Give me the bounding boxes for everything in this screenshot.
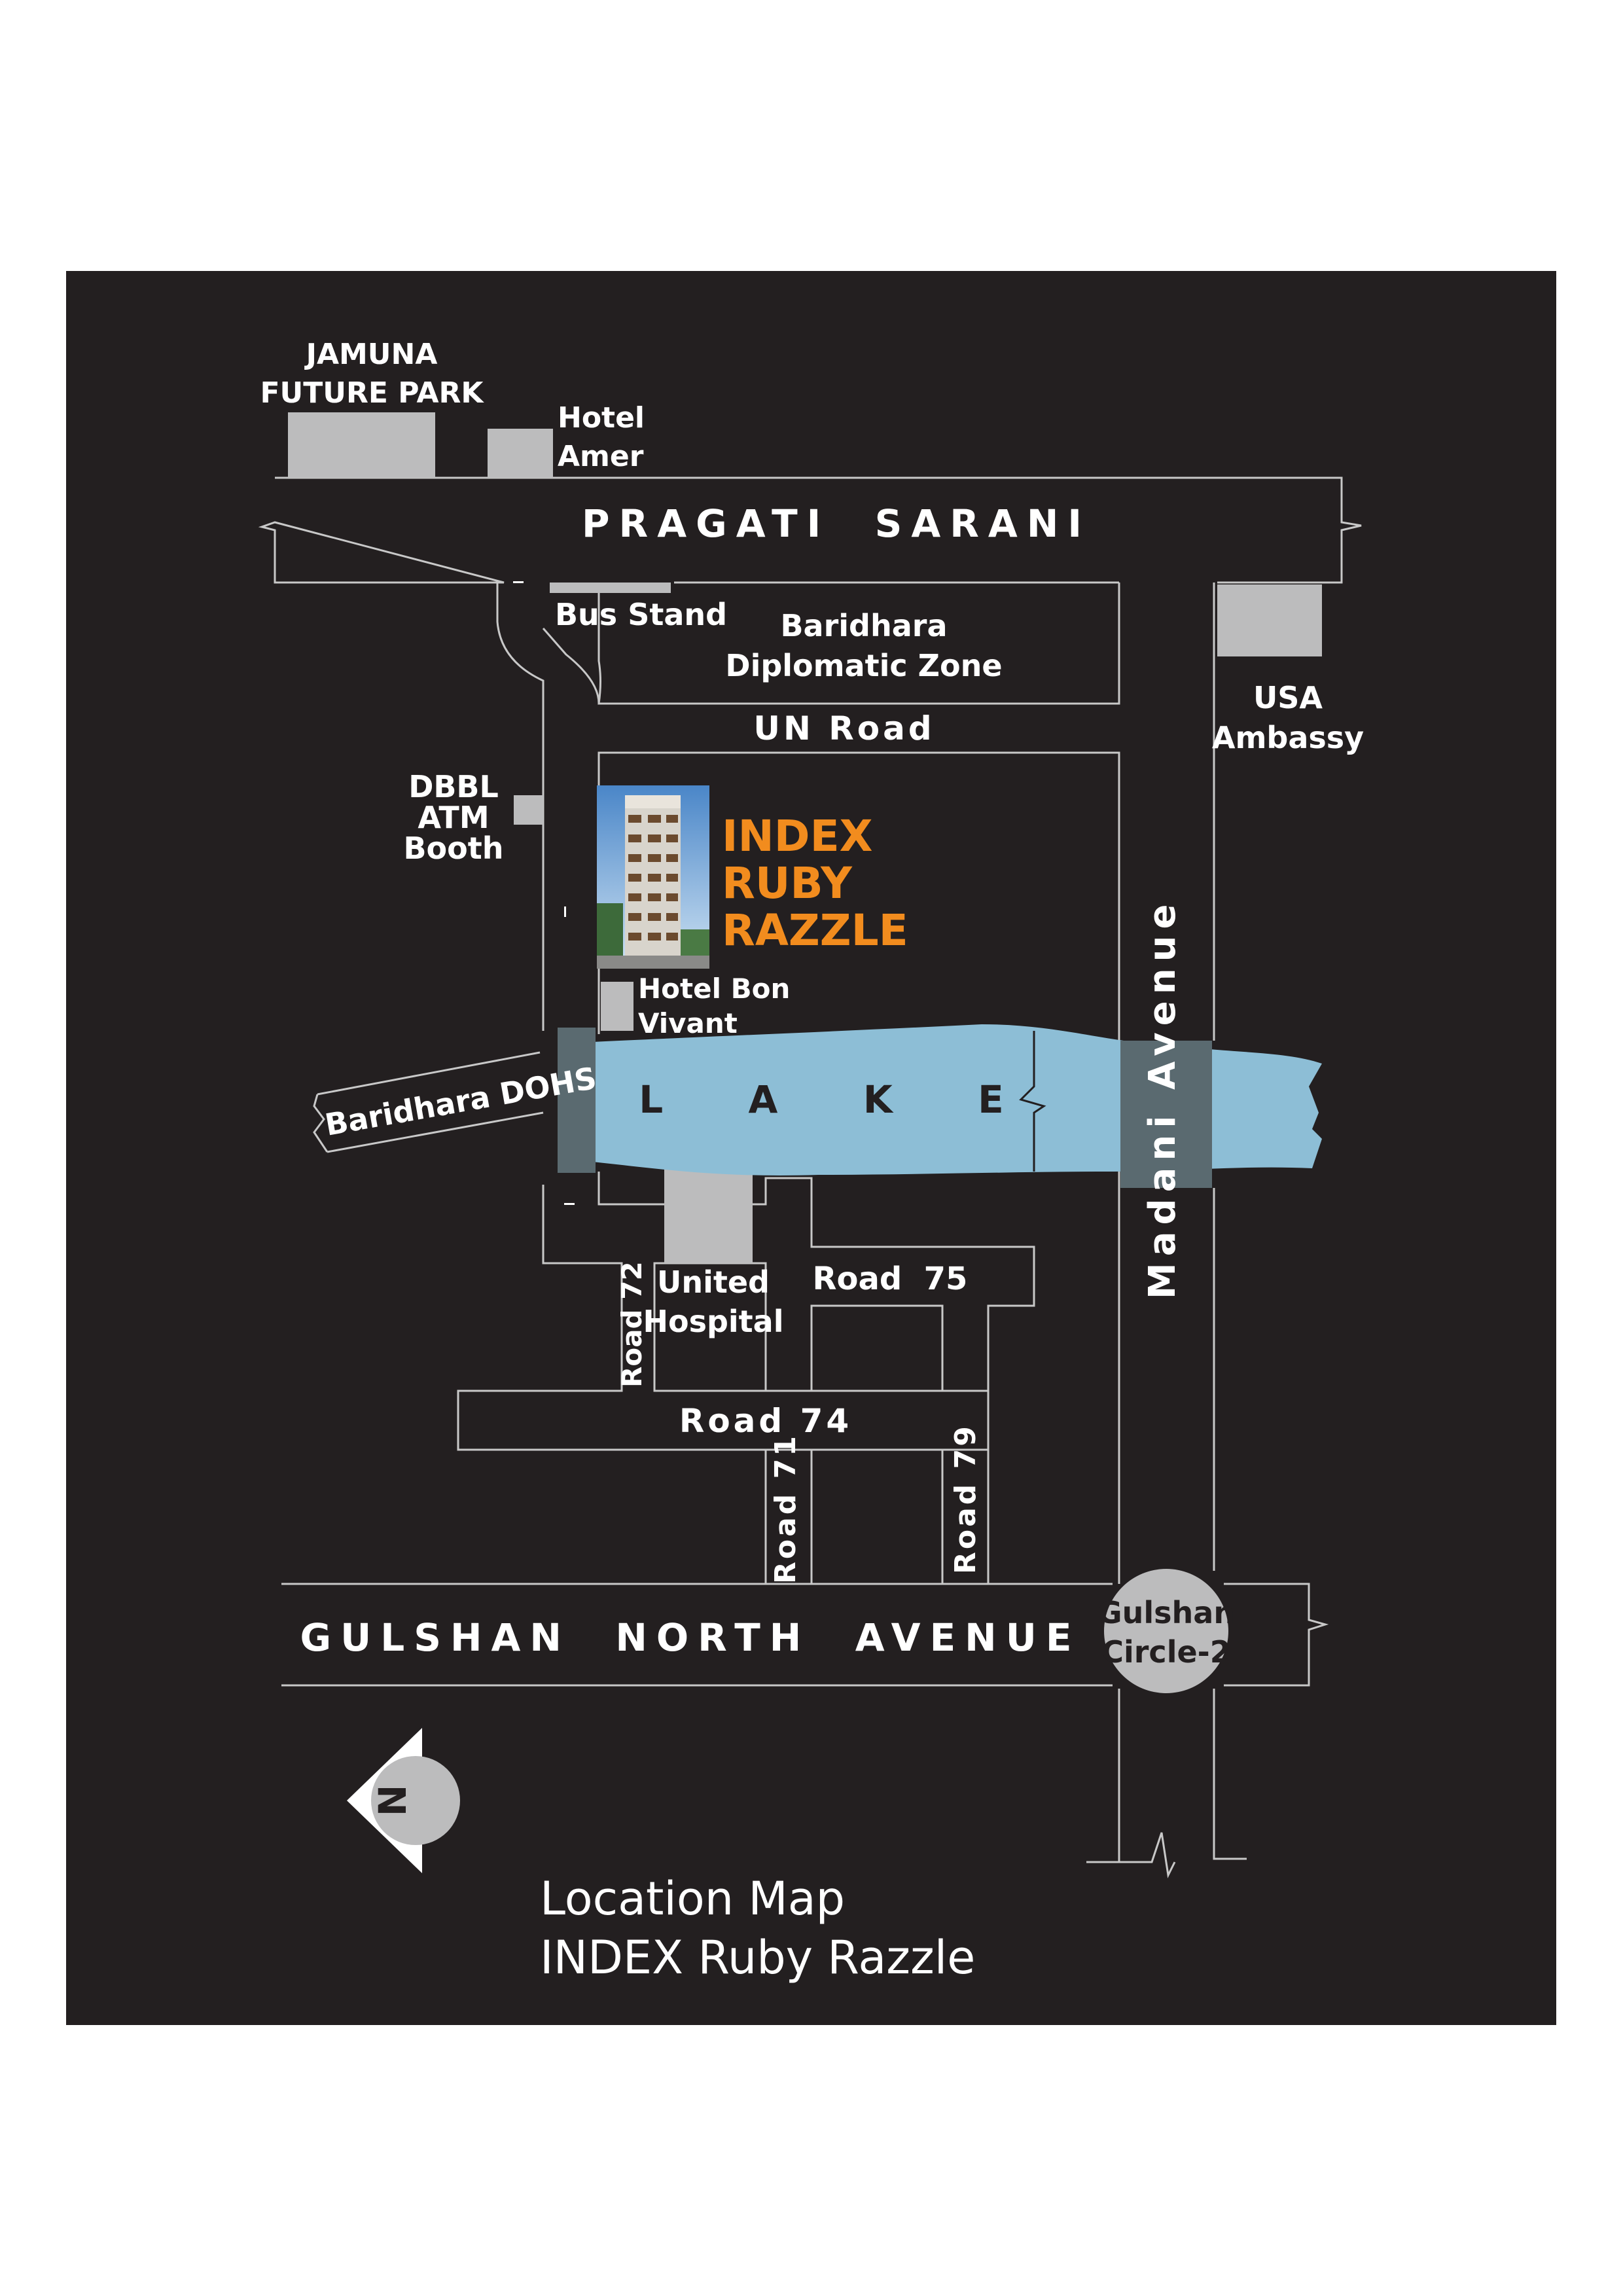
hotel-bon-vivant-block	[601, 982, 633, 1031]
tick-mark	[564, 906, 566, 917]
project-name-line3: RAZZLE	[722, 905, 908, 956]
usa-embassy-label-line2: Ambassy	[1212, 720, 1364, 755]
madani-avenue-road	[1086, 583, 1247, 1878]
tick-mark	[513, 581, 524, 583]
usa-embassy-label-line1: USA	[1253, 680, 1323, 715]
usa-embassy-block	[1217, 584, 1322, 656]
dbbl-label-line2: ATM	[418, 800, 489, 835]
bon-vivant-label-line1: Hotel Bon	[638, 973, 790, 1005]
jamuna-label-line2: FUTURE PARK	[260, 376, 484, 410]
road71-label: Road 71	[769, 1433, 802, 1584]
compass-label: N	[370, 1785, 415, 1817]
bus-stand-label: Bus Stand	[555, 597, 727, 632]
jamuna-future-park-block	[288, 412, 435, 478]
tick-mark	[564, 1203, 575, 1205]
baridhara-dohs-road	[313, 1051, 544, 1153]
road79-label: Road 79	[949, 1424, 982, 1574]
left-road	[457, 583, 766, 1451]
gulshan-circle-label-line2: Circle-2	[1101, 1634, 1231, 1670]
bridge-left	[558, 1028, 596, 1173]
united-hospital-block	[664, 1165, 753, 1263]
road72-label: Road 72	[616, 1261, 648, 1388]
index-ruby-razzle-building-image	[597, 785, 709, 969]
gulshan-circle-label-line1: Gulshan	[1097, 1595, 1235, 1630]
un-road-label: UN Road	[753, 709, 935, 747]
lake-inner-line	[1019, 1031, 1046, 1172]
diplomatic-zone-label-line1: Baridhara	[781, 608, 948, 643]
united-hospital-label-line2: Hospital	[643, 1304, 784, 1339]
diplomatic-zone-label-line2: Diplomatic Zone	[725, 648, 1002, 683]
jamuna-label-line1: JAMUNA	[304, 338, 438, 371]
pragati-sarani-road	[258, 476, 1362, 584]
caption-line2: INDEX Ruby Razzle	[540, 1931, 975, 1984]
hotel-amer-block	[488, 429, 553, 478]
madani-avenue-label: Madani Avenue	[1141, 898, 1184, 1300]
gulshan-north-avenue-label: GULSHAN NORTH AVENUE	[300, 1615, 1081, 1660]
bon-vivant-label-line2: Vivant	[638, 1007, 738, 1039]
hotel-amer-label-line1: Hotel	[558, 401, 645, 435]
bridge-madani	[1120, 1041, 1212, 1188]
compass-north-icon: N	[347, 1728, 460, 1873]
project-name-line1: INDEX	[722, 811, 873, 861]
united-hospital-label-line1: United	[657, 1265, 770, 1300]
un-road-block	[597, 751, 1120, 1584]
road74-label: Road 74	[679, 1402, 852, 1440]
left-road-inner	[542, 628, 600, 704]
road75-label: Road 75	[813, 1261, 968, 1297]
dbbl-atm-block	[514, 795, 543, 825]
dbbl-label-line3: Booth	[403, 831, 503, 866]
bus-stand-block	[550, 583, 671, 593]
hotel-amer-label-line2: Amer	[558, 440, 644, 473]
gulshan-circle-2-marker: Gulshan Circle-2	[1097, 1569, 1235, 1693]
project-name-line2: RUBY	[722, 858, 853, 908]
pragati-sarani-label: PRAGATI SARANI	[582, 501, 1091, 546]
gulshan-north-avenue-road	[281, 1583, 1329, 1687]
lake-label: L A K E	[639, 1077, 1024, 1122]
dbbl-label-line1: DBBL	[408, 769, 499, 804]
caption-line1: Location Map	[540, 1872, 845, 1926]
